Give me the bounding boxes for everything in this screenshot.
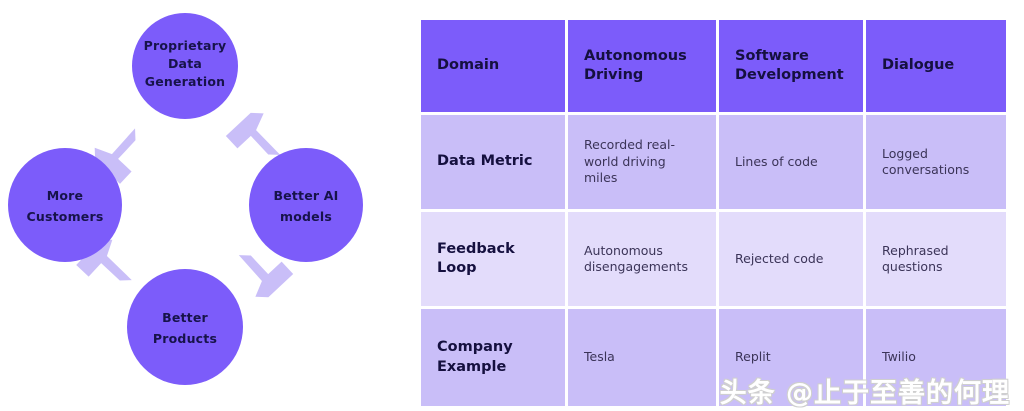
cycle-node-better-ai-models[interactable]: Better AI models	[249, 148, 363, 262]
column-header-domain: Domain	[421, 20, 568, 115]
row-header-company-example-line1: Company	[437, 339, 513, 356]
table-row: Feedback Loop Autonomous disengagements …	[421, 212, 1006, 309]
cell-company-example-dialogue: Twilio	[866, 309, 1006, 406]
row-header-feedback-loop: Feedback Loop	[421, 212, 568, 309]
watermark-text: 头条 @止于至善的何理	[719, 378, 1010, 409]
column-header-autonomous-driving-line2: Driving	[584, 67, 644, 83]
cycle-node-more-customers[interactable]: More Customers	[8, 148, 122, 262]
cell-line1: Logged	[882, 145, 928, 161]
column-header-domain-line1: Domain	[437, 57, 500, 74]
cell-data-metric-autonomous-driving: Recorded real- world driving miles	[568, 115, 719, 212]
arrow-right-to-bottom	[238, 255, 294, 298]
cell-line1: Lines of code	[735, 153, 818, 169]
cell-feedback-loop-dialogue: Rephrased questions	[866, 212, 1006, 309]
cell-line1: Tesla	[584, 349, 615, 365]
table-header-row: Domain Autonomous Driving Software Devel…	[421, 20, 1006, 115]
node-label-better-products-line2: Products	[153, 331, 217, 346]
node-circle-better-products	[127, 269, 243, 385]
table-row: Company Example Tesla Replit Twilio	[421, 309, 1006, 406]
cell-line2: world driving miles	[584, 153, 666, 186]
row-header-company-example-line2: Example	[437, 358, 507, 375]
row-header-company-example: Company Example	[421, 309, 568, 406]
row-header-data-metric-label: Data Metric	[437, 153, 533, 170]
node-circle-better-ai-models	[249, 148, 363, 262]
cell-line1: Recorded real-	[584, 137, 675, 153]
cycle-diagram-canvas: Proprietary Data Generation Better AI mo…	[8, 13, 363, 385]
node-label-better-ai-models-line1: Better AI	[273, 188, 338, 203]
cell-line1: Replit	[735, 349, 771, 365]
column-header-dialogue: Dialogue	[866, 20, 1006, 115]
node-label-more-customers-line1: More	[47, 188, 83, 203]
cell-line1: Autonomous	[584, 242, 663, 258]
cell-line2: disengagements	[584, 259, 688, 274]
arrow-left-to-top	[94, 128, 136, 184]
cycle-node-better-products[interactable]: Better Products	[127, 269, 243, 385]
node-label-more-customers-line2: Customers	[27, 209, 104, 224]
row-header-feedback-loop-label: Feedback Loop	[437, 240, 515, 276]
node-circle-more-customers	[8, 148, 122, 262]
arrow-bottom-to-left	[76, 239, 132, 281]
column-header-software-development: Software Development	[719, 20, 866, 115]
cell-feedback-loop-software-development: Rejected code	[719, 212, 866, 309]
cell-line2: conversations	[882, 162, 970, 177]
column-header-software-development-line2: Development	[735, 67, 844, 83]
cell-company-example-software-development: Replit	[719, 309, 866, 406]
column-header-dialogue-line1: Dialogue	[882, 57, 955, 74]
cell-line1: Rejected code	[735, 250, 824, 266]
cell-line1: Twilio	[882, 349, 916, 365]
row-header-data-metric: Data Metric	[421, 115, 568, 212]
column-header-software-development-line1: Software	[735, 47, 809, 64]
table-body: Data Metric Recorded real- world driving…	[421, 115, 1006, 406]
column-header-autonomous-driving-line1: Autonomous	[584, 47, 687, 64]
table-row: Data Metric Recorded real- world driving…	[421, 115, 1006, 212]
domain-comparison-table: Domain Autonomous Driving Software Devel…	[421, 20, 1006, 406]
node-label-proprietary-data-generation-line1: Proprietary	[144, 38, 227, 53]
node-label-better-ai-models-line2: models	[280, 209, 332, 224]
node-label-proprietary-data-generation-line2: Data	[168, 56, 202, 71]
cell-line1: Rephrased	[882, 242, 949, 258]
cell-data-metric-software-development: Lines of code	[719, 115, 866, 212]
cycle-diagram: Proprietary Data Generation Better AI mo…	[0, 0, 410, 411]
cycle-node-proprietary-data-generation[interactable]: Proprietary Data Generation	[132, 13, 238, 119]
cell-company-example-autonomous-driving: Tesla	[568, 309, 719, 406]
node-label-better-products-line1: Better	[162, 310, 208, 325]
node-circle-proprietary-data-generation	[132, 13, 238, 119]
node-label-proprietary-data-generation-line3: Generation	[145, 74, 225, 89]
arrow-top-to-right	[225, 112, 281, 155]
cell-line2: questions	[882, 259, 943, 274]
table-header: Domain Autonomous Driving Software Devel…	[421, 20, 1006, 115]
column-header-autonomous-driving: Autonomous Driving	[568, 20, 719, 115]
cell-data-metric-dialogue: Logged conversations	[866, 115, 1006, 212]
cell-feedback-loop-autonomous-driving: Autonomous disengagements	[568, 212, 719, 309]
